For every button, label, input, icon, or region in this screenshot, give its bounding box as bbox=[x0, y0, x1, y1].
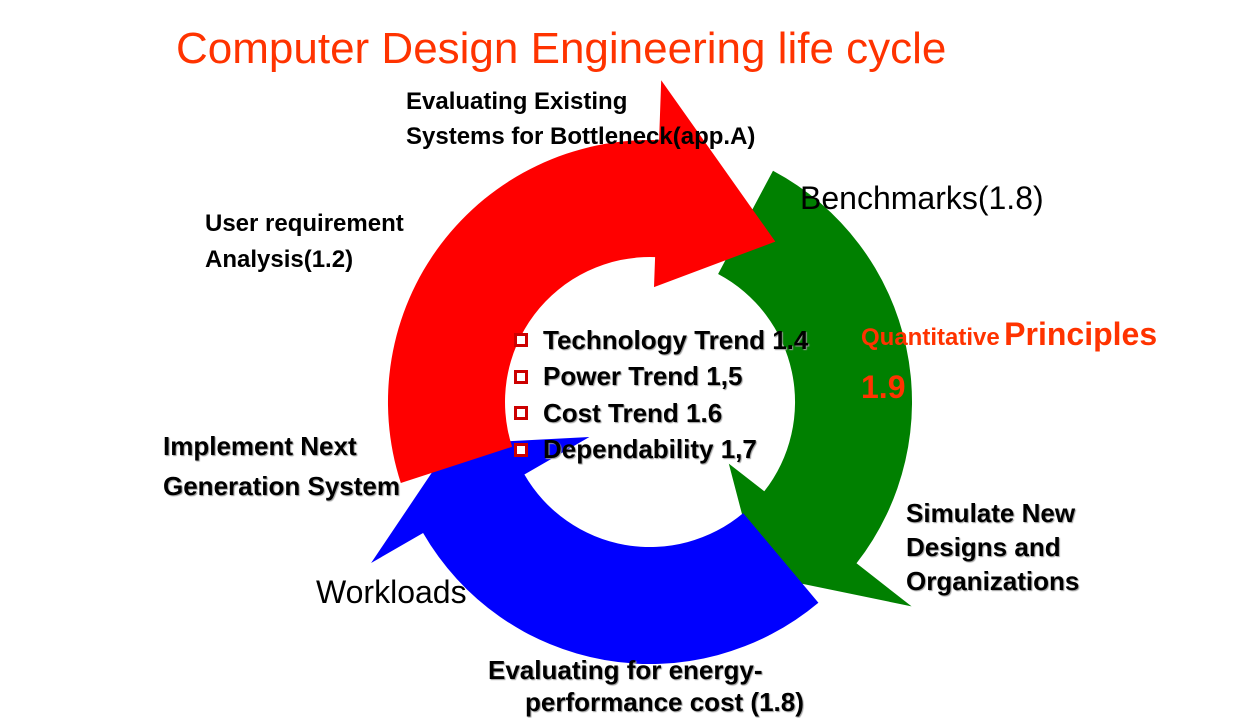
stage-workloads: Workloads bbox=[316, 574, 467, 610]
stage-benchmarks: Benchmarks(1.8) bbox=[800, 180, 1044, 216]
quantitative-label: Quantitative bbox=[861, 324, 1000, 351]
stage-implement-line-1: Implement Next bbox=[163, 431, 357, 461]
square-bullet-icon bbox=[514, 333, 528, 348]
quantitative-section-number: 1.9 bbox=[861, 369, 906, 405]
trend-item: Technology Trend 1.4 bbox=[514, 322, 808, 359]
square-bullet-icon bbox=[514, 369, 528, 384]
trend-label: Cost Trend 1.6 bbox=[543, 397, 723, 428]
stage-simulate: Simulate New Designs and Organizations bbox=[906, 496, 1079, 598]
stage-simulate-line-3: Organizations bbox=[906, 566, 1080, 596]
stage-evaluating-energy-line-2: performance cost (1.8) bbox=[525, 687, 804, 717]
principles-label: Principles bbox=[1004, 316, 1158, 352]
cycle-arrow-blue bbox=[371, 437, 819, 664]
stage-implement: Implement Next Generation System bbox=[163, 426, 400, 506]
stage-evaluating-existing: Evaluating Existing Systems for Bottlene… bbox=[406, 84, 755, 154]
stage-user-requirement-line-1: User requirement bbox=[205, 210, 404, 237]
stage-user-requirement-line-2: Analysis(1.2) bbox=[205, 246, 354, 273]
trend-label: Power Trend 1,5 bbox=[543, 361, 743, 392]
stage-user-requirement: User requirement Analysis(1.2) bbox=[205, 206, 404, 278]
square-bullet-icon bbox=[514, 406, 528, 421]
stage-evaluating-energy: Evaluating for energy- performance cost … bbox=[488, 654, 804, 718]
stage-evaluating-energy-line-1: Evaluating for energy- bbox=[488, 655, 763, 685]
trend-item: Dependability 1,7 bbox=[514, 432, 808, 469]
stage-simulate-line-2: Designs and bbox=[906, 532, 1061, 562]
trend-label: Technology Trend 1.4 bbox=[543, 324, 809, 355]
cycle-arrow-red bbox=[387, 80, 776, 483]
stage-simulate-line-1: Simulate New bbox=[906, 498, 1076, 528]
stage-implement-line-2: Generation System bbox=[163, 471, 400, 501]
stage-evaluating-existing-line-2: Systems for Bottleneck(app.A) bbox=[406, 123, 756, 150]
square-bullet-icon bbox=[514, 442, 528, 457]
stage-quantitative-principles: Quantitative Principles 1.9 bbox=[861, 311, 1157, 410]
trend-label: Dependability 1,7 bbox=[543, 434, 757, 465]
stage-evaluating-existing-line-1: Evaluating Existing bbox=[406, 88, 628, 115]
trend-item: Cost Trend 1.6 bbox=[514, 395, 808, 432]
diagram-title: Computer Design Engineering life cycle bbox=[176, 24, 947, 73]
trend-list: Technology Trend 1.4 Power Trend 1,5 Cos… bbox=[514, 322, 808, 468]
cycle-arrow-green bbox=[718, 170, 913, 607]
trend-item: Power Trend 1,5 bbox=[514, 359, 808, 396]
